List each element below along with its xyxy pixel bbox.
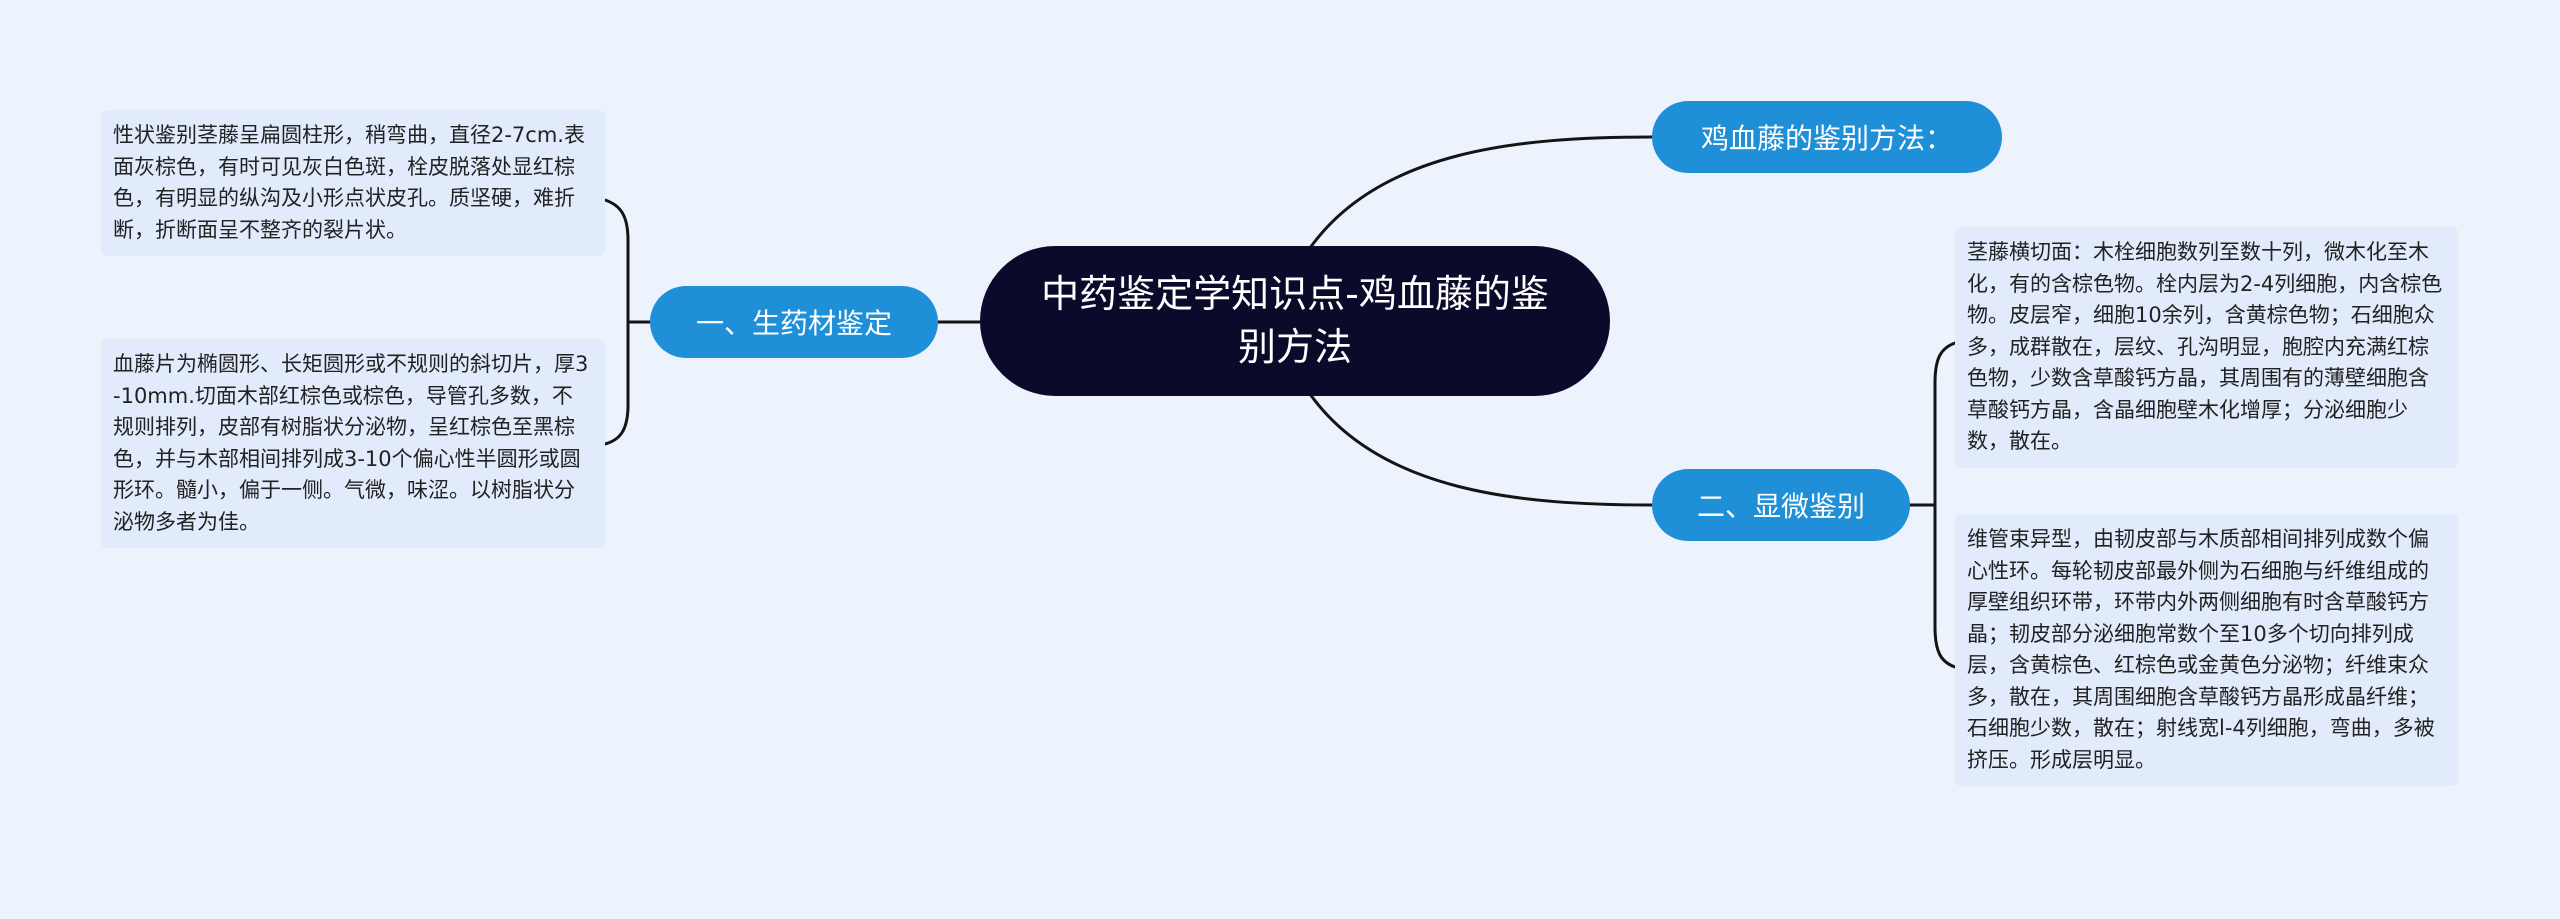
leaf-character-identification[interactable]: 性状鉴别茎藤呈扁圆柱形，稍弯曲，直径2-7cm.表面灰棕色，有时可见灰白色斑，栓… (101, 110, 605, 256)
leaf-slice-description[interactable]: 血藤片为椭圆形、长矩圆形或不规则的斜切片，厚3-10mm.切面木部红棕色或棕色，… (101, 339, 605, 548)
leaf-text: 维管束异型，由韧皮部与木质部相间排列成数个偏心性环。每轮韧皮部最外侧为石细胞与纤… (1967, 527, 2435, 772)
connector-root-to-branch-mid (1308, 392, 1654, 507)
connector-root-to-branch-top (1308, 135, 1654, 250)
branch-identification-methods[interactable]: 鸡血藤的鉴别方法： (1652, 101, 2002, 173)
bracket-right (1933, 341, 1957, 669)
leaf-text: 性状鉴别茎藤呈扁圆柱形，稍弯曲，直径2-7cm.表面灰棕色，有时可见灰白色斑，栓… (113, 123, 585, 242)
branch-label: 鸡血藤的鉴别方法： (1700, 122, 1953, 155)
leaf-vascular-bundle[interactable]: 维管束异型，由韧皮部与木质部相间排列成数个偏心性环。每轮韧皮部最外侧为石细胞与纤… (1955, 514, 2458, 786)
root-topic-title: 中药鉴定学知识点-鸡血藤的鉴别方法 (1041, 272, 1549, 369)
leaf-text: 血藤片为椭圆形、长矩圆形或不规则的斜切片，厚3-10mm.切面木部红棕色或棕色，… (113, 352, 589, 534)
leaf-text: 茎藤横切面：木栓细胞数列至数十列，微木化至木化，有的含棕色物。栓内层为2-4列细… (1967, 240, 2443, 453)
bracket-left (603, 198, 630, 446)
branch-crude-drug-identification[interactable]: 一、生药材鉴定 (650, 286, 938, 358)
root-topic[interactable]: 中药鉴定学知识点-鸡血藤的鉴别方法 (980, 246, 1610, 396)
leaf-stem-cross-section[interactable]: 茎藤横切面：木栓细胞数列至数十列，微木化至木化，有的含棕色物。栓内层为2-4列细… (1955, 227, 2458, 468)
branch-label: 一、生药材鉴定 (695, 307, 892, 340)
branch-microscopic-identification[interactable]: 二、显微鉴别 (1652, 469, 1910, 541)
branch-label: 二、显微鉴别 (1696, 490, 1865, 523)
